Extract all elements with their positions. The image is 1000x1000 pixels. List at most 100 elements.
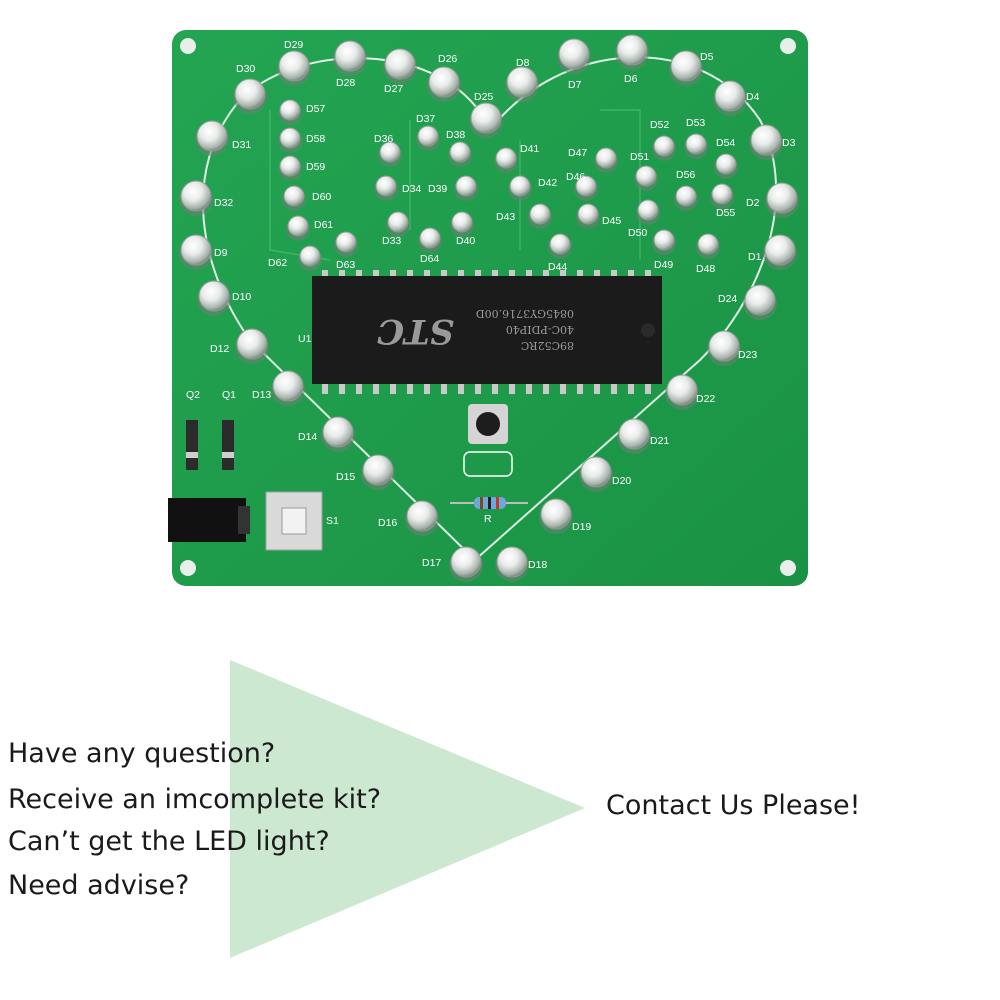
- led-d26: [427, 66, 461, 102]
- led-d37: [416, 125, 440, 151]
- led-label-d45: D45: [602, 215, 621, 227]
- led-d4: [713, 80, 747, 116]
- led-label-d30: D30: [236, 63, 255, 75]
- chip-pin: [560, 270, 566, 278]
- chip-model: 89C52RC: [521, 339, 574, 352]
- pcb-board: Q2 Q1 S1 R: [168, 30, 808, 586]
- led-label-d2: D2: [746, 197, 760, 209]
- led-label-d54: D54: [716, 137, 735, 149]
- led-d43: [528, 203, 552, 229]
- led-label-d7: D7: [568, 79, 582, 91]
- led-label-d47: D47: [568, 147, 587, 159]
- led-label-d60: D60: [312, 191, 331, 203]
- led-d9: [179, 234, 213, 270]
- chip-pin: [594, 384, 600, 394]
- pcb-photo: Q2 Q1 S1 R: [168, 30, 808, 586]
- mounting-hole: [180, 560, 196, 576]
- chip-pin: [441, 384, 447, 394]
- led-d18: [495, 546, 529, 582]
- led-label-d17: D17: [422, 557, 441, 569]
- resistor-label: R: [484, 513, 492, 525]
- led-label-d23: D23: [738, 349, 757, 361]
- chip-package: 40C-PDIP40: [506, 323, 574, 336]
- question-line-4: Need advise?: [8, 870, 190, 901]
- contact-text: Contact Us Please!: [606, 790, 861, 821]
- chip-pin: [475, 384, 481, 394]
- question-line-2: Receive an imcomplete kit?: [8, 784, 382, 815]
- chip-pin: [373, 270, 379, 278]
- led-d8: [505, 66, 539, 102]
- chip-pin: [509, 270, 515, 278]
- led-d64: [418, 227, 442, 253]
- led-d10: [197, 280, 231, 316]
- led-d60: [282, 185, 306, 211]
- led-d44: [548, 233, 572, 259]
- microcontroller-chip: [312, 276, 662, 384]
- led-label-d18: D18: [528, 559, 547, 571]
- led-d31: [195, 120, 229, 156]
- led-label-d46: D46: [566, 171, 585, 183]
- chip-brand: STC: [377, 311, 454, 351]
- chip-pin: [543, 270, 549, 278]
- led-label-d25: D25: [474, 91, 493, 103]
- led-label-d42: D42: [538, 177, 557, 189]
- chip-pin: [577, 270, 583, 278]
- s1-label: S1: [326, 515, 339, 527]
- chip-pin: [424, 270, 430, 278]
- arrow-shape: [230, 660, 585, 958]
- led-d53: [684, 133, 708, 159]
- led-label-d34: D34: [402, 183, 421, 195]
- led-d28: [333, 40, 367, 76]
- led-d20: [579, 456, 613, 492]
- switch-s1: [265, 491, 323, 551]
- led-label-d28: D28: [336, 77, 355, 89]
- mounting-hole: [780, 560, 796, 576]
- led-d7: [557, 38, 591, 74]
- led-d14: [321, 416, 355, 452]
- chip-lot: 0845GY3716.00D: [476, 307, 574, 320]
- led-d49: [652, 229, 676, 255]
- chip-pin: [356, 270, 362, 278]
- led-label-d59: D59: [306, 161, 325, 173]
- led-d52: [652, 135, 676, 161]
- chip-pin: [373, 384, 379, 394]
- led-label-d41: D41: [520, 143, 539, 155]
- chip-pin: [339, 384, 345, 394]
- led-d33: [386, 211, 410, 237]
- led-d13: [271, 370, 305, 406]
- led-d47: [594, 147, 618, 173]
- power-jack: [168, 498, 250, 542]
- led-label-d53: D53: [686, 117, 705, 129]
- led-d61: [286, 215, 310, 241]
- led-d19: [539, 498, 573, 534]
- chip-pin: [322, 270, 328, 278]
- led-d3: [749, 124, 783, 160]
- led-label-d3: D3: [782, 137, 796, 149]
- led-d32: [179, 180, 213, 216]
- led-d63: [334, 231, 358, 257]
- led-d40: [450, 211, 474, 237]
- mounting-hole: [180, 38, 196, 54]
- led-label-d52: D52: [650, 119, 669, 131]
- led-label-d62: D62: [268, 257, 287, 269]
- resistor: [450, 497, 528, 509]
- led-label-d14: D14: [298, 431, 317, 443]
- chip-pins: [322, 270, 651, 394]
- chip-pin: [322, 384, 328, 394]
- led-d41: [494, 147, 518, 173]
- chip-pin: [645, 270, 651, 278]
- led-label-d15: D15: [336, 471, 355, 483]
- chip-pin: [356, 384, 362, 394]
- led-d34: [374, 175, 398, 201]
- chip-pin: [526, 270, 532, 278]
- led-label-d39: D39: [428, 183, 447, 195]
- chip-pin: [492, 384, 498, 394]
- question-line-3: Can’t get the LED light?: [8, 826, 330, 857]
- chip-pin: [492, 270, 498, 278]
- led-label-d48: D48: [696, 263, 715, 275]
- q1-label: Q1: [222, 389, 236, 401]
- chip-pin: [390, 270, 396, 278]
- led-label-d19: D19: [572, 521, 591, 533]
- led-d56: [674, 185, 698, 211]
- led-d45: [576, 203, 600, 229]
